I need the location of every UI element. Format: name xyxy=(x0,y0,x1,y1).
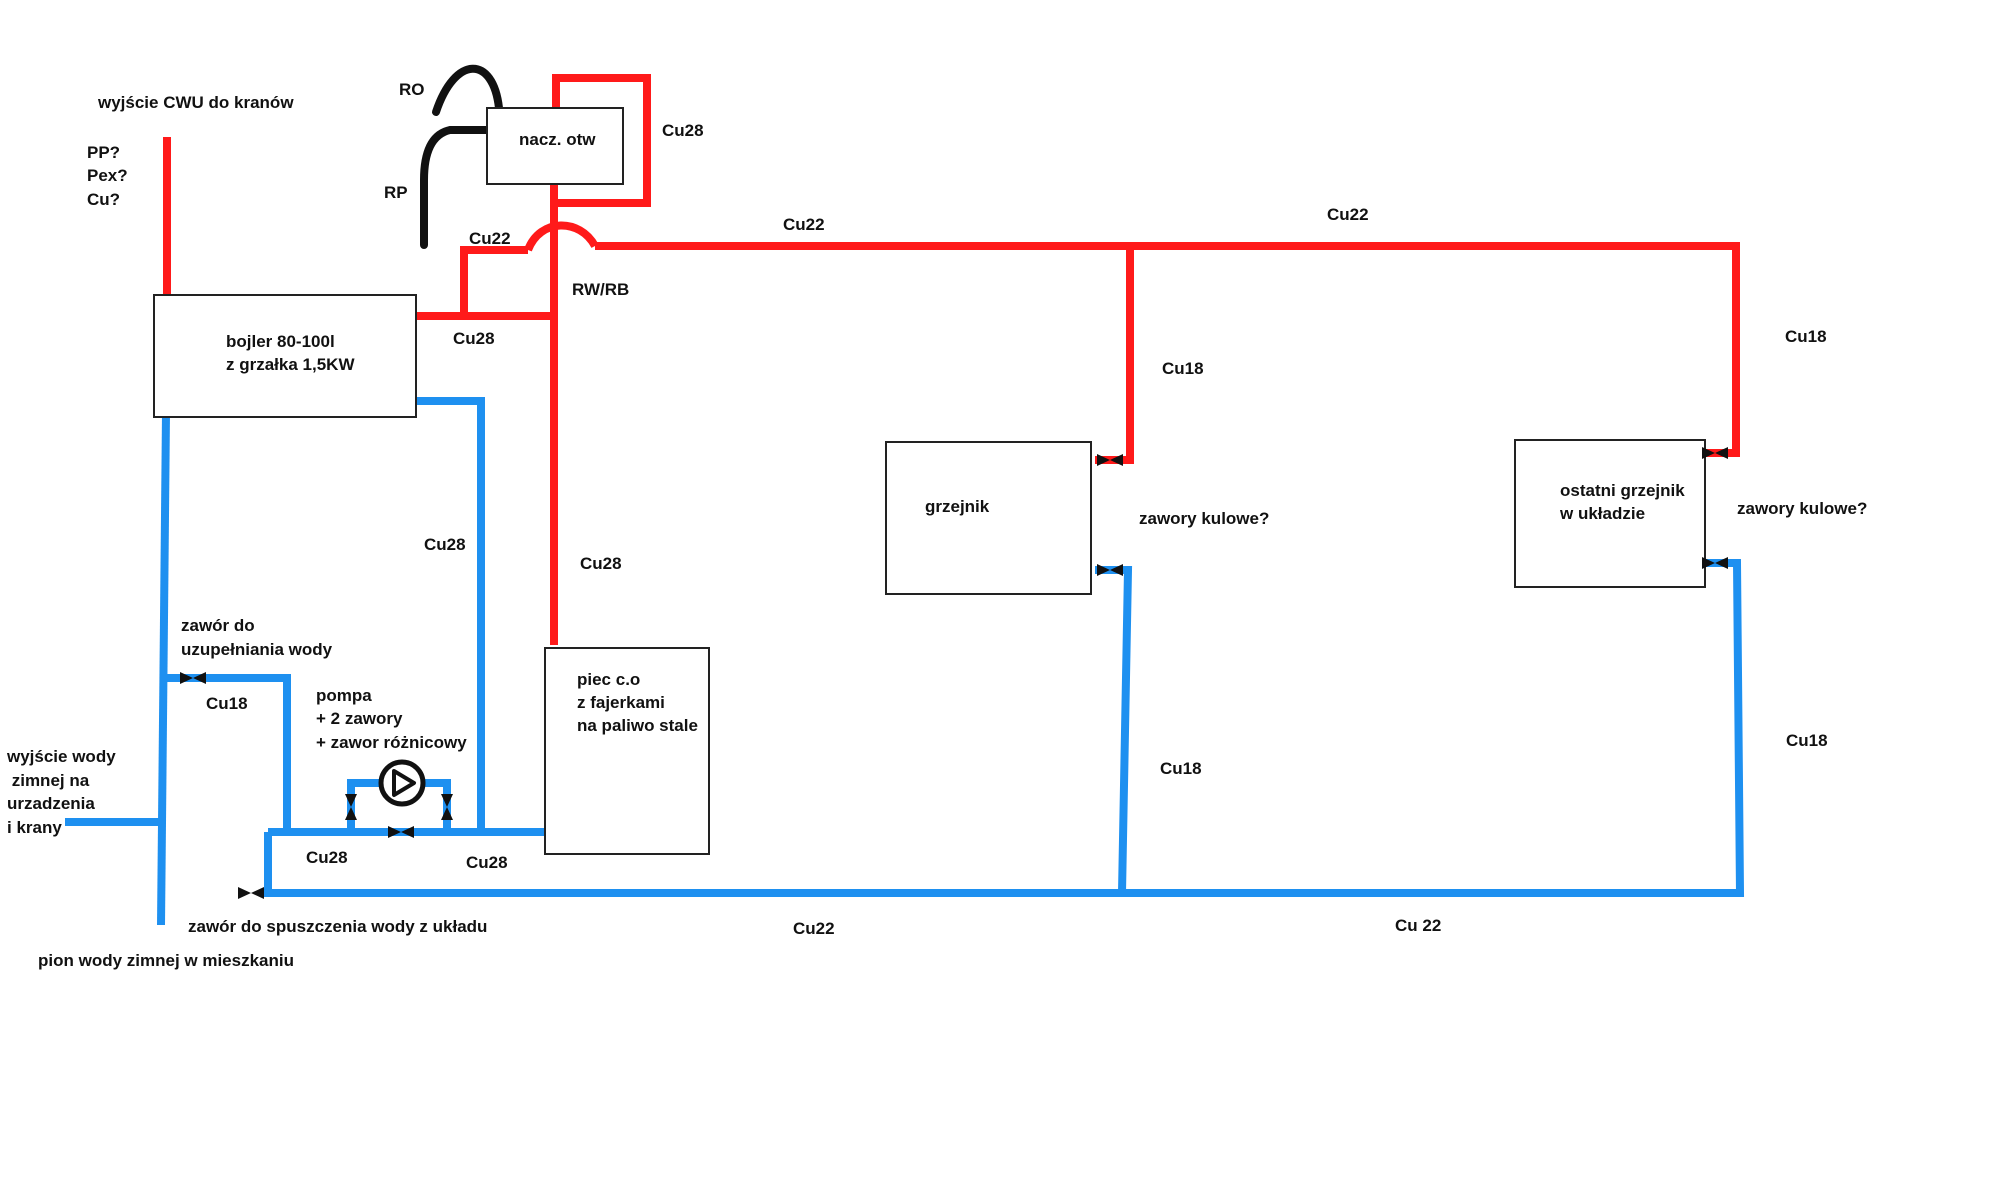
radiator2-line-1: ostatni grzejnik xyxy=(1560,481,1685,500)
cu22-main-b-label: Cu22 xyxy=(1327,205,1369,224)
cu28-pump-right-label: Cu28 xyxy=(466,853,508,872)
cu28-boiler-label: Cu28 xyxy=(453,329,495,348)
cu28-furnace-label: Cu28 xyxy=(580,554,622,573)
rad1-supply-valve-icon xyxy=(1097,454,1123,466)
cold-water-out-line-3: urzadzenia xyxy=(7,794,95,813)
cu18-rad2-supply-label: Cu18 xyxy=(1785,327,1827,346)
drain-valve-icon xyxy=(238,887,264,899)
labels: wyjście CWU do kranów PP? Pex? Cu? RO RP… xyxy=(6,80,1867,970)
cu22-return-b-label: Cu 22 xyxy=(1395,916,1441,935)
rad1-return-riser-pipe xyxy=(1095,566,1133,894)
cu18-fill-label: Cu18 xyxy=(206,694,248,713)
furnace-line-3: na paliwo stale xyxy=(577,716,698,735)
pump-valve-left-icon xyxy=(345,794,357,820)
cu18-rad1-return-label: Cu18 xyxy=(1160,759,1202,778)
furnace-box xyxy=(544,647,710,855)
cold-water-out-line-4: i krany xyxy=(7,818,62,837)
bridge-pipe-cu22 xyxy=(460,246,528,316)
boiler-box xyxy=(153,294,417,418)
expansion-tank-loop-pipe xyxy=(552,74,651,207)
drain-loop-pipe xyxy=(264,559,1745,897)
cold-water-out-line-2: zimnej na xyxy=(7,771,90,790)
rad2-supply-drop-pipe xyxy=(1700,246,1740,457)
expansion-tank-box xyxy=(486,107,624,185)
cu28-boiler-return-label: Cu28 xyxy=(424,535,466,554)
bridge-arc-pipe xyxy=(524,221,599,252)
cu22-bridge-label: Cu22 xyxy=(469,229,511,248)
radiator1-box xyxy=(885,441,1092,595)
hot-pipes xyxy=(163,74,1740,645)
fill-valve-line-2: uzupełniania wody xyxy=(181,640,333,659)
material-pex-label: Pex? xyxy=(87,166,128,185)
box-texts: bojler 80-100l z grzałka 1,5KW nacz. otw… xyxy=(226,130,1685,735)
rad1-supply-drop-pipe xyxy=(1095,246,1134,464)
material-cu-label: Cu? xyxy=(87,190,120,209)
radiator1-label: grzejnik xyxy=(925,497,990,516)
radiator2-line-2: w układzie xyxy=(1559,504,1645,523)
equipment-boxes xyxy=(153,107,1706,855)
rad1-return-valve-icon xyxy=(1097,564,1123,576)
cold-riser-pipe xyxy=(157,412,170,926)
valves xyxy=(180,447,1728,899)
cu22-return-a-label: Cu22 xyxy=(793,919,835,938)
radiator2-box xyxy=(1514,439,1706,588)
overflow-pipe-ro xyxy=(432,64,503,116)
cu18-rad2-return-label: Cu18 xyxy=(1786,731,1828,750)
rw-rb-label: RW/RB xyxy=(572,280,629,299)
fill-valve-line-1: zawór do xyxy=(181,616,255,635)
furnace-line-1: piec c.o xyxy=(577,670,640,689)
cold-water-out-line-1: wyjście wody xyxy=(6,747,116,766)
cu22-main-a-label: Cu22 xyxy=(783,215,825,234)
vent-pipes xyxy=(420,64,503,249)
pump-line-2: + 2 zawory xyxy=(316,709,403,728)
pump-valve-right-icon xyxy=(441,794,453,820)
ball-valves-2-label: zawory kulowe? xyxy=(1737,499,1867,518)
boiler-line-1: bojler 80-100l xyxy=(226,332,335,351)
pump-valve-bottom-icon xyxy=(388,826,414,838)
ro-label: RO xyxy=(399,80,425,99)
safety-pipe-rp xyxy=(420,126,491,249)
rad2-supply-valve-icon xyxy=(1702,447,1728,459)
cu28-pump-left-label: Cu28 xyxy=(306,848,348,867)
drain-valve-label: zawór do spuszczenia wody z układu xyxy=(188,917,487,936)
cu18-rad1-supply-label: Cu18 xyxy=(1162,359,1204,378)
rad2-return-valve-icon xyxy=(1702,557,1728,569)
boiler-return-pipe-cu28 xyxy=(410,397,485,832)
rp-label: RP xyxy=(384,183,408,202)
ball-valves-1-label: zawory kulowe? xyxy=(1139,509,1269,528)
cold-riser-label: pion wody zimnej w mieszkaniu xyxy=(38,951,294,970)
pump-line-1: pompa xyxy=(316,686,372,705)
boiler-line-2: z grzałka 1,5KW xyxy=(226,355,355,374)
cu28-tank-label: Cu28 xyxy=(662,121,704,140)
hot-water-out-label: wyjście CWU do kranów xyxy=(97,93,294,112)
material-pp-label: PP? xyxy=(87,143,120,162)
furnace-line-2: z fajerkami xyxy=(577,693,665,712)
expansion-tank-label: nacz. otw xyxy=(519,130,596,149)
pump-line-3: + zawor różnicowy xyxy=(316,733,467,752)
pump-icon xyxy=(378,759,426,807)
fill-valve-icon xyxy=(180,672,206,684)
